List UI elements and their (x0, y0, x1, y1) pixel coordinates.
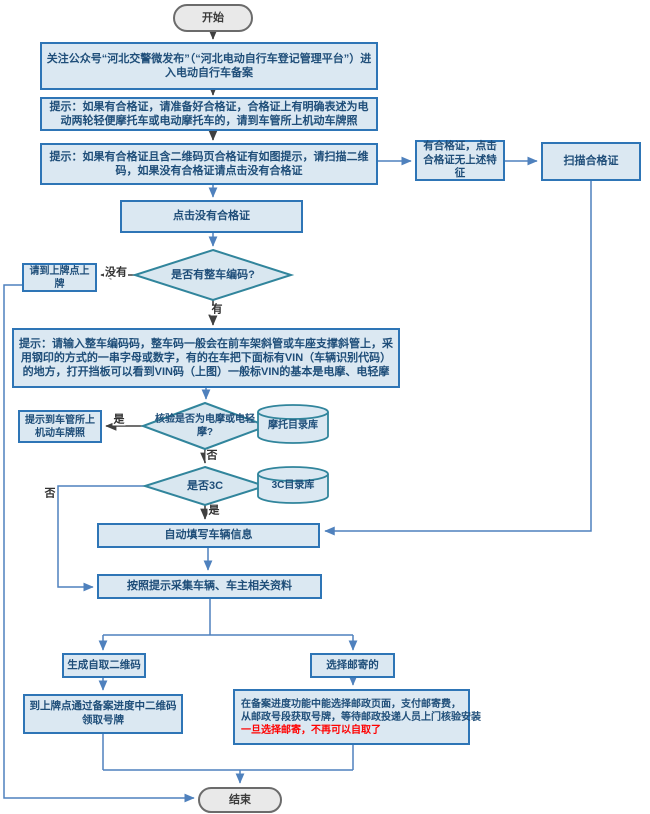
end-label: 结束 (229, 793, 251, 806)
decision-is-3c-label: 是否3C (186, 479, 224, 492)
edge-label-vin-no: 没有 (104, 266, 128, 279)
edge-scancert-autofill (324, 181, 592, 536)
blue-edges (3, 156, 592, 803)
cylinder-moto-top (257, 404, 329, 420)
diamond-has-vin (131, 248, 295, 302)
edge-3c-no-collect (57, 485, 145, 592)
step-generate-pickup-qr: 生成自取二维码 (62, 653, 146, 678)
mail-detail-line1: 在备案进度功能中能选择邮政页面，支付邮寄费， (241, 698, 461, 710)
decision-has-vin-label: 是否有整车编码? (171, 268, 255, 281)
step-click-no-certificate: 点击没有合格证 (120, 200, 303, 233)
step-has-certificate: 有合格证，点击合格证无上述特征 (415, 140, 505, 181)
decision-shapes (131, 248, 295, 507)
start-terminator: 开始 (173, 4, 253, 32)
step-follow-account: 关注公众号“河北交警微发布”（“河北电动自行车登记管理平台”）进入电动自行车备案 (40, 42, 378, 90)
step-mail-detail: 在备案进度功能中能选择邮政页面，支付邮寄费， 从邮政号段获取号牌，等待邮政投递人… (233, 689, 481, 745)
end-terminator: 结束 (198, 787, 282, 813)
database-3c-label: 3C目录库 (271, 479, 315, 491)
edge-goplate-end (3, 284, 195, 803)
step-collect-info: 按照提示采集车辆、车主相关资料 (97, 574, 322, 599)
diamond-is-moto (140, 401, 270, 451)
edge-label-3c-yes: 是 (207, 504, 221, 517)
step-tip-dmv-plate: 提示到车管所上机动车牌照 (18, 410, 102, 443)
step-pickup-plate: 到上牌点通过备案进度中二维码领取号牌 (23, 694, 183, 734)
diamond-is-3c (141, 465, 269, 507)
database-shapes (257, 404, 329, 504)
decision-is-moto-label: 核验是否为电摩或电轻摩? (155, 414, 255, 438)
mail-detail-line2: 从邮政号段获取号牌，等待邮政投递人员上门核验安装 (241, 711, 481, 723)
mail-detail-warning: 一旦选择邮寄，不再可以自取了 (241, 724, 381, 736)
database-moto-label: 摩托目录库 (268, 419, 318, 431)
step-go-plate-point: 请到上牌点上牌 (22, 263, 97, 292)
step-tip-certificate: 提示：如果有合格证，请准备好合格证，合格证上有明确表述为电动两轮轻便摩托车或电动… (40, 97, 378, 131)
step-autofill-vehicle-info: 自动填写车辆信息 (97, 523, 320, 548)
edge-label-3c-no: 否 (43, 487, 57, 500)
cylinder-moto-body (257, 412, 329, 444)
edge-label-moto-yes: 是 (112, 413, 126, 426)
edge-label-moto-no: 否 (205, 449, 219, 462)
step-choose-mail: 选择邮寄的 (310, 653, 395, 678)
step-tip-vin: 提示：请输入整车编码码，整车码一般会在前车架斜管或车座支撑斜管上，采用钢印的方式… (12, 328, 400, 388)
step-scan-certificate: 扫描合格证 (541, 142, 641, 181)
cylinder-3c-top (257, 466, 329, 482)
step-tip-qrcode: 提示：如果有合格证且含二维码页合格证有如图提示，请扫描二维码，如果没有合格证请点… (40, 143, 378, 185)
edge-label-vin-yes: 有 (210, 303, 224, 316)
start-label: 开始 (202, 11, 224, 24)
cylinder-3c-body (257, 474, 329, 504)
